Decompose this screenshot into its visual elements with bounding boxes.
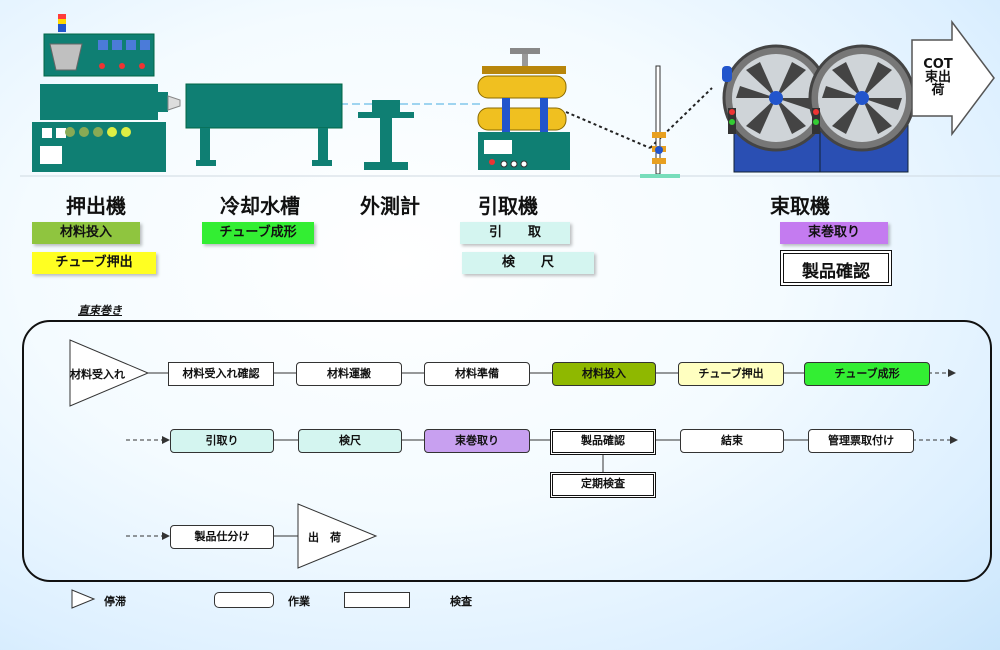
tag-tube-forming: チューブ成形 bbox=[202, 222, 314, 244]
coiler-machine bbox=[722, 44, 916, 173]
flow-section-title: 直束巻き bbox=[78, 304, 122, 317]
outer-gauge bbox=[358, 100, 414, 170]
flow-product-sort: 製品仕分け bbox=[170, 525, 274, 549]
legend-work: 作業 bbox=[288, 595, 310, 608]
legend-stagnation: 停滞 bbox=[104, 595, 126, 608]
puller-machine bbox=[477, 48, 570, 170]
gauge-label: 外測計 bbox=[360, 194, 420, 218]
extruder-label: 押出機 bbox=[66, 194, 126, 218]
shipping-line-2: 束出 bbox=[924, 70, 951, 85]
flow-receive-check: 材料受入れ確認 bbox=[168, 362, 274, 386]
tag-tube-extrude: チューブ押出 bbox=[32, 252, 156, 274]
flow-ship-label: 出 荷 bbox=[308, 531, 341, 544]
flow-coil-winding: 束巻取り bbox=[424, 429, 530, 453]
flow-product-check: 製品確認 bbox=[550, 429, 656, 455]
legend-stagnation-icon bbox=[71, 589, 96, 609]
coiler-label: 束取機 bbox=[770, 194, 830, 218]
shipping-line-1: COT bbox=[923, 57, 953, 72]
flow-ticket-attach: 管理票取付け bbox=[808, 429, 914, 453]
tag-material-input: 材料投入 bbox=[32, 222, 140, 244]
cooling-tank-label: 冷却水槽 bbox=[220, 194, 300, 218]
flow-transport: 材料運搬 bbox=[296, 362, 402, 386]
cooling-tank bbox=[185, 83, 343, 166]
flow-prepare: 材料準備 bbox=[424, 362, 530, 386]
flow-material-input: 材料投入 bbox=[552, 362, 656, 386]
shipping-arrow bbox=[911, 19, 995, 137]
flow-periodic-inspection: 定期検査 bbox=[550, 472, 656, 498]
tag-coil-winding: 束巻取り bbox=[780, 222, 888, 244]
production-line-illustration bbox=[20, 14, 1000, 178]
puller-label: 引取機 bbox=[478, 194, 538, 218]
ship-triangle bbox=[297, 503, 378, 569]
product-check-box: 製品確認 bbox=[780, 250, 892, 286]
flow-binding: 結束 bbox=[680, 429, 784, 453]
legend-inspection: 検査 bbox=[450, 595, 472, 608]
traverse-stand bbox=[640, 65, 680, 178]
flow-pull: 引取り bbox=[170, 429, 274, 453]
flow-receive-label: 材料受入れ bbox=[70, 368, 125, 381]
tag-measure: 検 尺 bbox=[462, 252, 594, 274]
receive-triangle bbox=[69, 339, 150, 407]
flow-frame bbox=[22, 320, 992, 582]
shipping-line-3: 荷 bbox=[931, 83, 945, 98]
legend-work-icon bbox=[214, 592, 274, 608]
flow-measure: 検尺 bbox=[298, 429, 402, 453]
tag-pull: 引 取 bbox=[460, 222, 570, 244]
extruder-machine bbox=[32, 14, 181, 172]
shipping-arrow-text: COT 束出 荷 bbox=[918, 58, 958, 97]
flow-tube-extrude: チューブ押出 bbox=[678, 362, 784, 386]
flow-tube-forming: チューブ成形 bbox=[804, 362, 930, 386]
legend-inspection-icon bbox=[344, 592, 410, 608]
